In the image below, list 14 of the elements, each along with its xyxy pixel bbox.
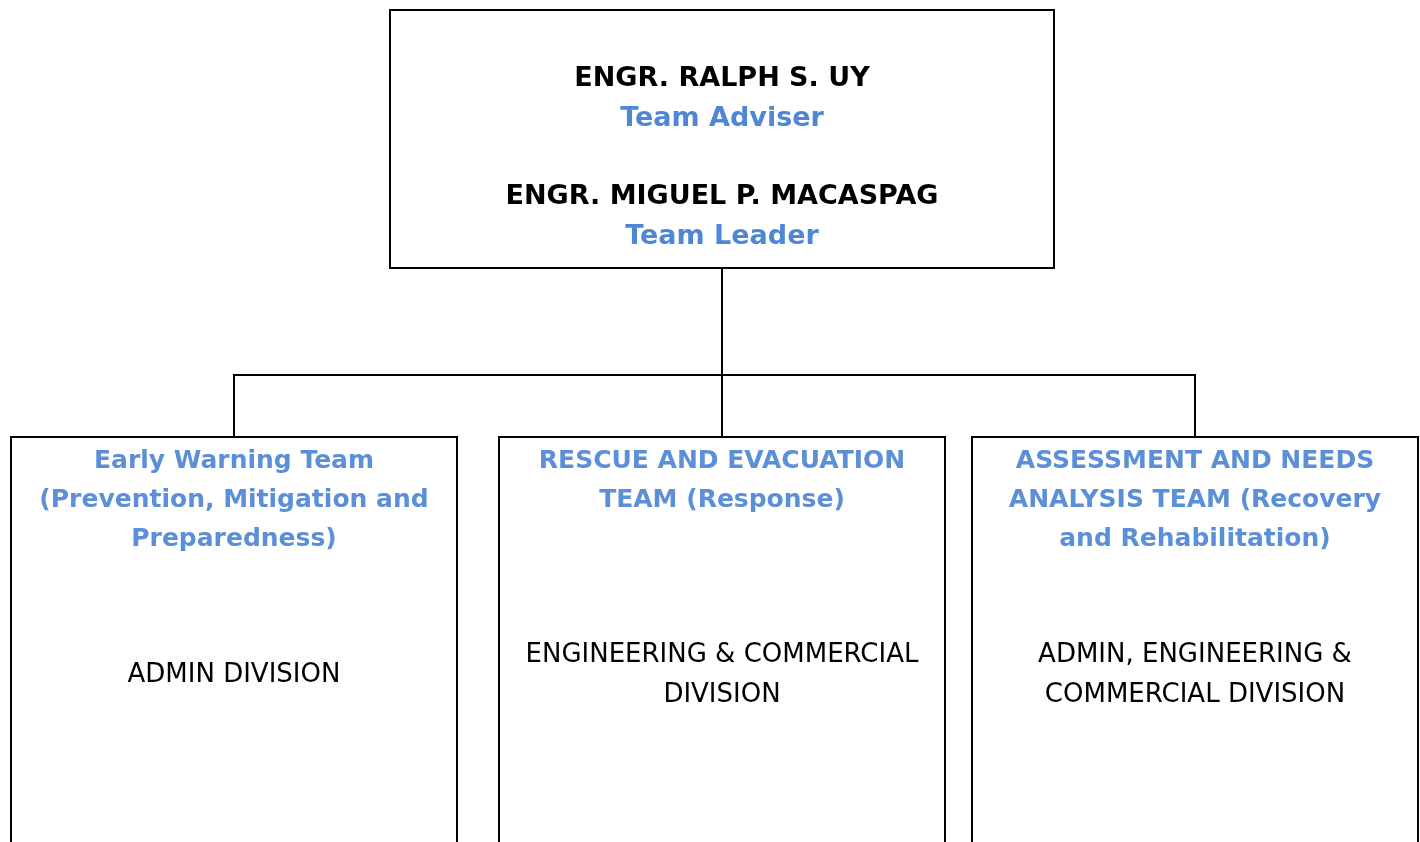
team-box <box>498 436 946 842</box>
division-text: ADMIN DIVISION <box>126 657 342 690</box>
role-title: Team Leader <box>624 219 820 250</box>
team-box <box>10 436 458 842</box>
person-name: ENGR. RALPH S. UY <box>573 61 871 92</box>
division-text: ENGINEERING & COMMERCIAL DIVISION <box>524 637 920 710</box>
person-name: ENGR. MIGUEL P. MACASPAG <box>504 179 940 210</box>
team-heading: ASSESSMENT AND NEEDS ANALYSIS TEAM (Recovery and Rehabilitation) <box>1007 444 1383 554</box>
leader-box <box>389 9 1055 269</box>
division-text: ADMIN, ENGINEERING & COMMERCIAL DIVISION <box>1037 637 1353 710</box>
role-title: Team Adviser <box>619 101 825 132</box>
team-heading: RESCUE AND EVACUATION TEAM (Response) <box>537 444 907 515</box>
team-box <box>971 436 1419 842</box>
team-heading: Early Warning Team (Prevention, Mitigation and Preparedness) <box>38 444 430 554</box>
